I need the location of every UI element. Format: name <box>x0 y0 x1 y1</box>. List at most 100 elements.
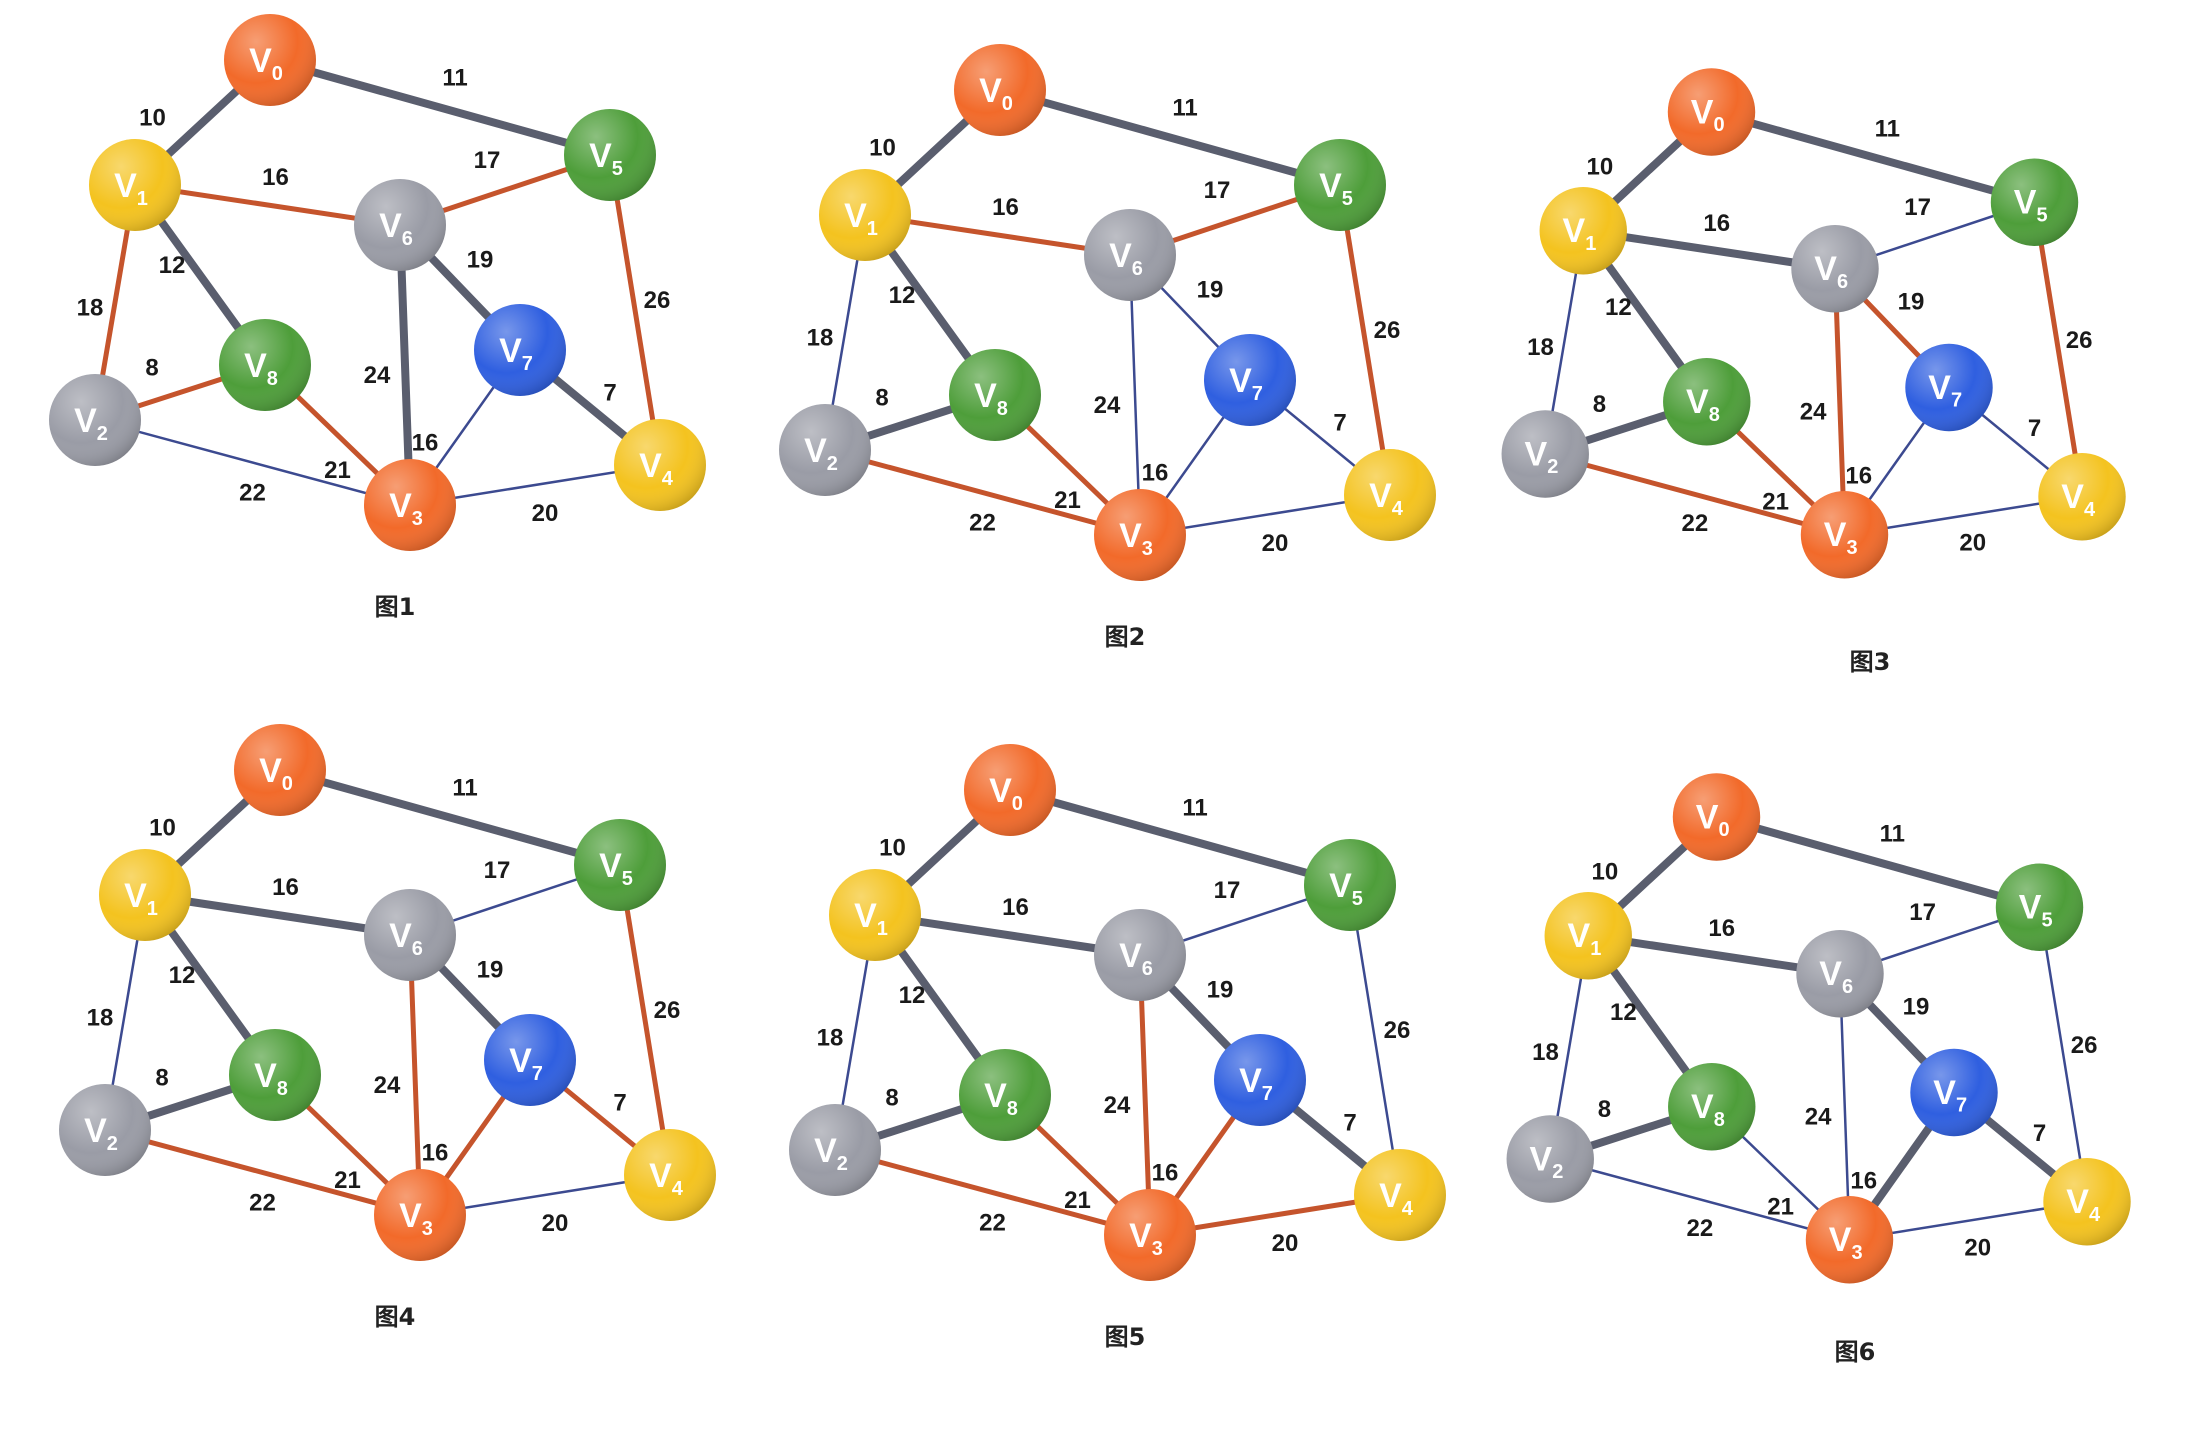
edge-v0-v5 <box>276 766 624 869</box>
node-v7: V7 <box>1214 1034 1306 1126</box>
node-v5: V5 <box>564 109 656 201</box>
node-v5: V5 <box>1294 139 1386 231</box>
edge-weight-label: 26 <box>1384 1017 1411 1044</box>
node-v2: V2 <box>1506 1115 1594 1203</box>
edge-weight-label: 11 <box>1875 116 1900 143</box>
edge-v0-v5 <box>1707 108 2039 207</box>
node-label: V1 <box>1568 917 1602 960</box>
node-v4: V4 <box>1354 1149 1446 1241</box>
node-v2: V2 <box>789 1104 881 1196</box>
edge-weight-label: 24 <box>1104 1092 1131 1119</box>
node-v8: V8 <box>219 319 311 411</box>
edge-weight-label: 17 <box>484 857 511 884</box>
edge-weight-label: 20 <box>1262 530 1289 557</box>
edge-weight-label: 19 <box>477 957 504 984</box>
edge-weight-label: 11 <box>1172 95 1197 122</box>
node-label: V0 <box>1691 93 1725 136</box>
edge-weight-label: 16 <box>1850 1167 1877 1194</box>
edge-weight-label: 7 <box>2033 1120 2046 1147</box>
figure-caption: 图1 <box>375 593 416 621</box>
node-label: V7 <box>1239 1062 1273 1105</box>
edge-v6-v3 <box>407 932 423 1218</box>
edge-weight-label: 8 <box>875 385 888 412</box>
node-v0: V0 <box>1672 773 1761 861</box>
edge-v2-v3 <box>1549 1157 1851 1241</box>
edge-weight-label: 18 <box>817 1025 844 1052</box>
node-label: V1 <box>1563 212 1597 255</box>
node-v1: V1 <box>1539 187 1627 275</box>
node-v3: V3 <box>364 459 456 551</box>
node-label: V0 <box>989 772 1023 815</box>
node-label: V4 <box>649 1157 684 1200</box>
edge-weight-label: 16 <box>1845 462 1872 489</box>
node-v0: V0 <box>964 744 1056 836</box>
node-v3: V3 <box>1805 1196 1894 1284</box>
node-v2: V2 <box>1501 410 1589 498</box>
node-v3: V3 <box>1104 1189 1196 1281</box>
node-label: V3 <box>399 1197 433 1240</box>
edge-weight-label: 17 <box>474 147 501 174</box>
node-label: V1 <box>844 197 878 240</box>
edge-weight-label: 8 <box>1598 1096 1611 1123</box>
node-label: V4 <box>639 447 674 490</box>
figure-caption: 图5 <box>1105 1323 1146 1351</box>
node-label: V6 <box>1119 937 1153 980</box>
edge-weight-label: 22 <box>1682 510 1709 537</box>
node-v8: V8 <box>959 1049 1051 1141</box>
edge-v5-v4 <box>617 862 673 1178</box>
node-label: V7 <box>1229 362 1263 405</box>
edge-weight-label: 12 <box>1610 999 1637 1026</box>
edge-weight-label: 22 <box>249 1190 276 1217</box>
edge-weight-label: 17 <box>1904 194 1931 221</box>
edge-weight-label: 8 <box>145 355 158 382</box>
node-label: V7 <box>499 332 533 375</box>
node-v8: V8 <box>949 349 1041 441</box>
edge-weight-label: 19 <box>467 247 494 274</box>
figure-caption: 图6 <box>1835 1338 1876 1366</box>
edge-weight-label: 18 <box>87 1005 114 1032</box>
edge-weight-label: 20 <box>532 500 559 527</box>
edge-weight-label: 12 <box>1605 294 1632 321</box>
node-v7: V7 <box>1204 334 1296 426</box>
node-v4: V4 <box>2038 453 2126 541</box>
edge-weight-label: 17 <box>1909 899 1936 926</box>
edge-v5-v4 <box>1337 182 1393 498</box>
node-label: V5 <box>599 847 633 890</box>
node-label: V8 <box>254 1057 288 1100</box>
edge-weight-label: 22 <box>239 480 266 507</box>
node-v4: V4 <box>2043 1158 2131 1246</box>
edge-weight-label: 24 <box>364 362 391 389</box>
node-label: V2 <box>74 402 108 445</box>
edge-weight-label: 26 <box>654 997 681 1024</box>
edge-weight-label: 16 <box>412 430 439 457</box>
edge-v5-v4 <box>1348 883 1402 1197</box>
node-label: V4 <box>2066 1183 2101 1226</box>
edge-v6-v3 <box>1832 266 1847 538</box>
edge-weight-label: 26 <box>2066 327 2093 354</box>
node-v4: V4 <box>624 1129 716 1221</box>
node-label: V3 <box>389 487 423 530</box>
edge-weight-label: 18 <box>807 325 834 352</box>
node-v2: V2 <box>49 374 141 466</box>
node-v1: V1 <box>1544 892 1632 980</box>
edge-weight-label: 19 <box>1898 289 1925 316</box>
edge-weight-label: 24 <box>374 1072 401 1099</box>
edge-weight-label: 8 <box>885 1085 898 1112</box>
edge-weight-label: 11 <box>442 65 467 92</box>
edge-weight-label: 7 <box>2028 415 2041 442</box>
node-v3: V3 <box>1800 491 1889 579</box>
edge-weight-label: 12 <box>889 282 916 309</box>
edge-v2-v3 <box>832 1147 1153 1238</box>
node-label: V8 <box>1686 383 1720 426</box>
edge-v2-v3 <box>102 1127 423 1218</box>
node-v0: V0 <box>234 724 326 816</box>
edge-weight-label: 7 <box>1333 410 1346 437</box>
edge-weight-label: 17 <box>1204 177 1231 204</box>
edge-weight-label: 18 <box>1527 334 1554 361</box>
node-v5: V5 <box>1995 863 2084 951</box>
edge-weight-label: 21 <box>1767 1194 1794 1221</box>
edge-weight-label: 19 <box>1197 277 1224 304</box>
